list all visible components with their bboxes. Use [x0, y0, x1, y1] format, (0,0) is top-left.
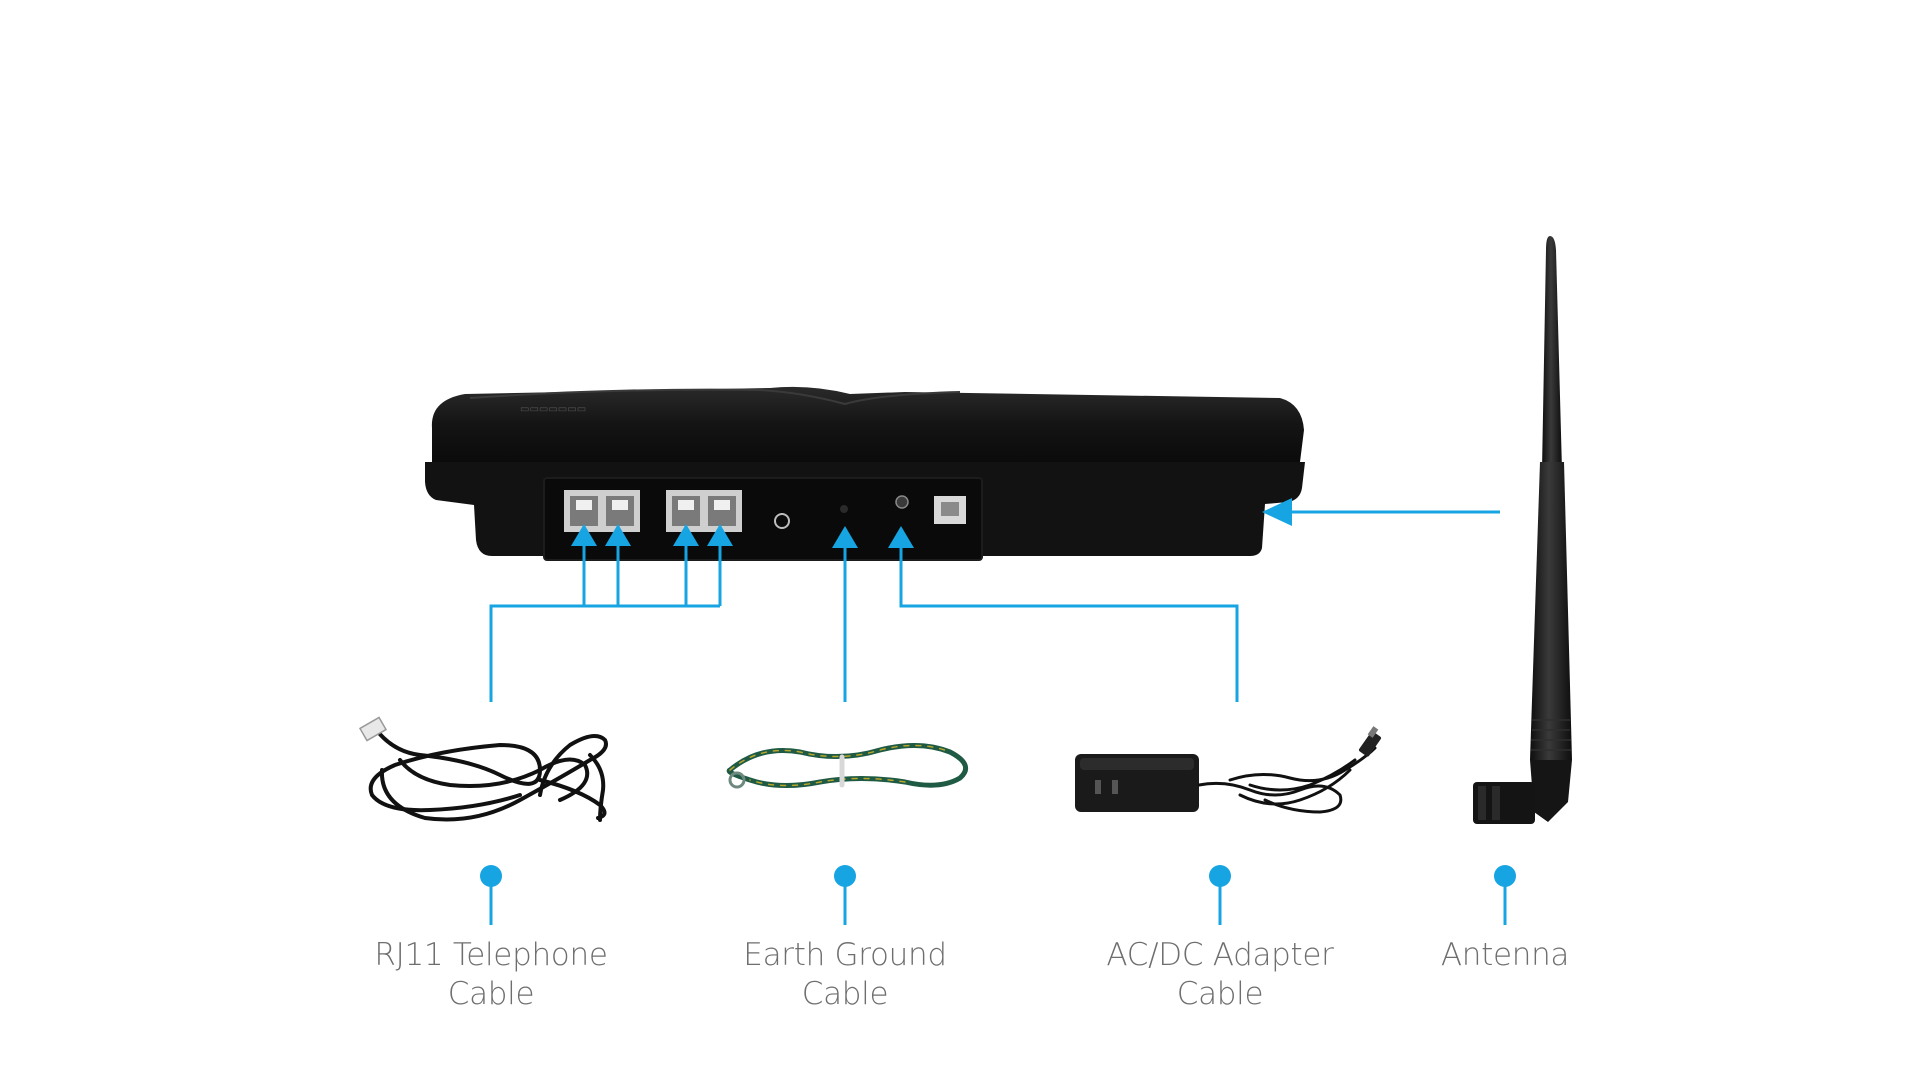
arrow-heads	[571, 498, 1292, 548]
rj11-cable-coil-icon	[358, 716, 608, 822]
label-earth-line2: Cable	[801, 976, 889, 1012]
earth-ground-cable-icon	[726, 742, 969, 789]
label-ac-dc-adapter-cable: AC/DC Adapter Cable	[1060, 936, 1380, 1014]
label-antenna: Antenna	[1345, 936, 1665, 975]
label-earth-line1: Earth Ground	[743, 937, 947, 973]
power-adapter-icon	[1075, 726, 1382, 814]
label-adapter-line2: Cable	[1176, 976, 1264, 1012]
dc-jack-icon	[895, 495, 909, 509]
rj11-port-group-2	[666, 490, 742, 532]
rj11-port-group-1	[564, 490, 640, 532]
connector-lines	[489, 510, 1507, 925]
usb-port-icon	[934, 496, 966, 524]
label-rj11-telephone-cable: RJ11 Telephone Cable	[331, 936, 651, 1014]
ground-jack-icon	[840, 505, 848, 513]
reset-button-icon	[774, 513, 790, 529]
antenna-icon	[1473, 236, 1572, 824]
label-rj11-line2: Cable	[447, 976, 535, 1012]
gateway-device-rear-icon: ▭▭▭▭▭▭▭	[425, 386, 1305, 561]
label-earth-ground-cable: Earth Ground Cable	[685, 936, 1005, 1014]
svg-text:▭▭▭▭▭▭▭: ▭▭▭▭▭▭▭	[520, 404, 586, 415]
label-adapter-line1: AC/DC Adapter	[1106, 937, 1334, 973]
label-rj11-line1: RJ11 Telephone	[374, 937, 608, 973]
label-dots	[480, 865, 1516, 887]
label-antenna-line1: Antenna	[1440, 937, 1570, 973]
